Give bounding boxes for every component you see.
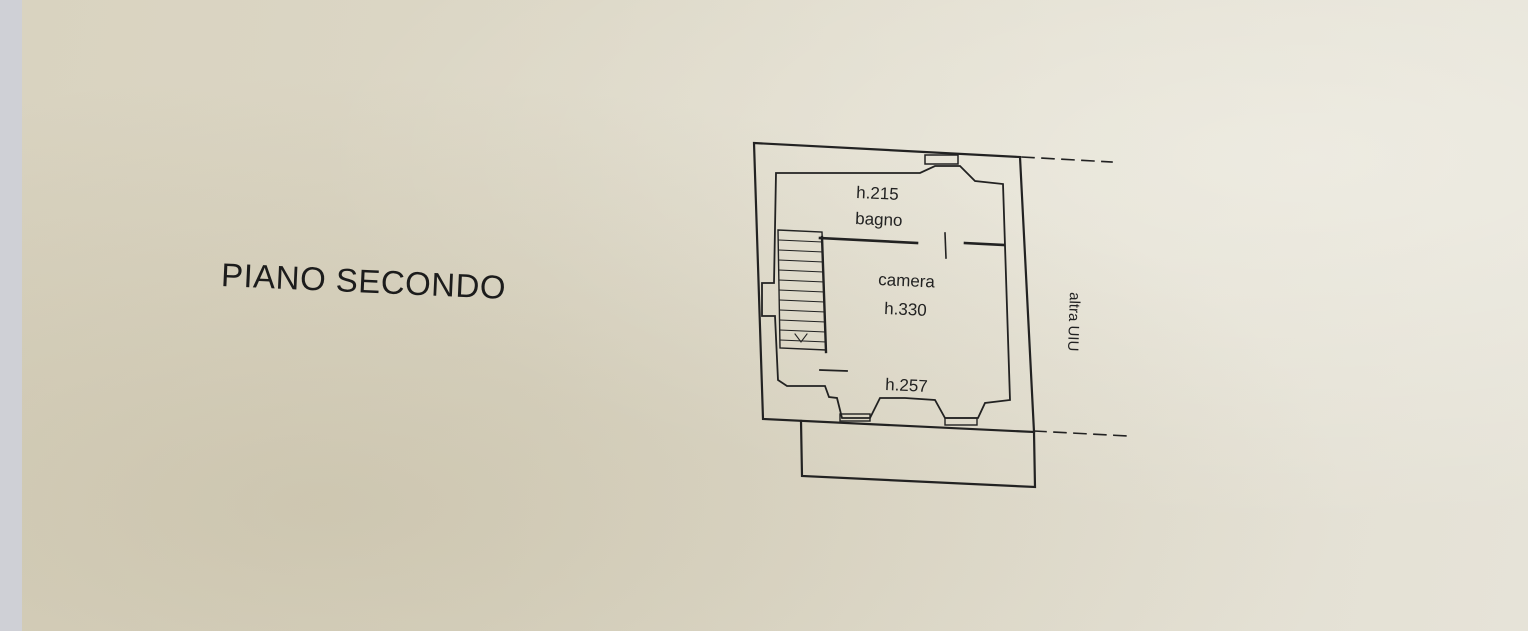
side-label: altra UIU [1064,292,1083,352]
stair-outline [777,229,827,351]
window-bottom-left [839,413,871,422]
door-jamb [944,232,947,259]
window-top [924,154,959,165]
boundary-dash-bottom [1033,430,1129,437]
bathroom-height: h.215 [856,183,899,204]
boundary-dash-top [1021,156,1113,163]
bathroom-name: bagno [855,209,903,230]
bedroom-height: h.330 [884,299,927,320]
balcony [799,419,1037,489]
stair-arrow [794,333,808,343]
partition-right [963,241,1006,247]
lower-zone-height: h.257 [885,375,928,396]
window-bottom-right [944,417,978,426]
wall-stub [819,369,848,372]
partition-left [818,236,919,245]
bedroom-name: camera [878,270,936,291]
stair-treads [778,239,827,343]
inner-wall [761,165,1011,419]
